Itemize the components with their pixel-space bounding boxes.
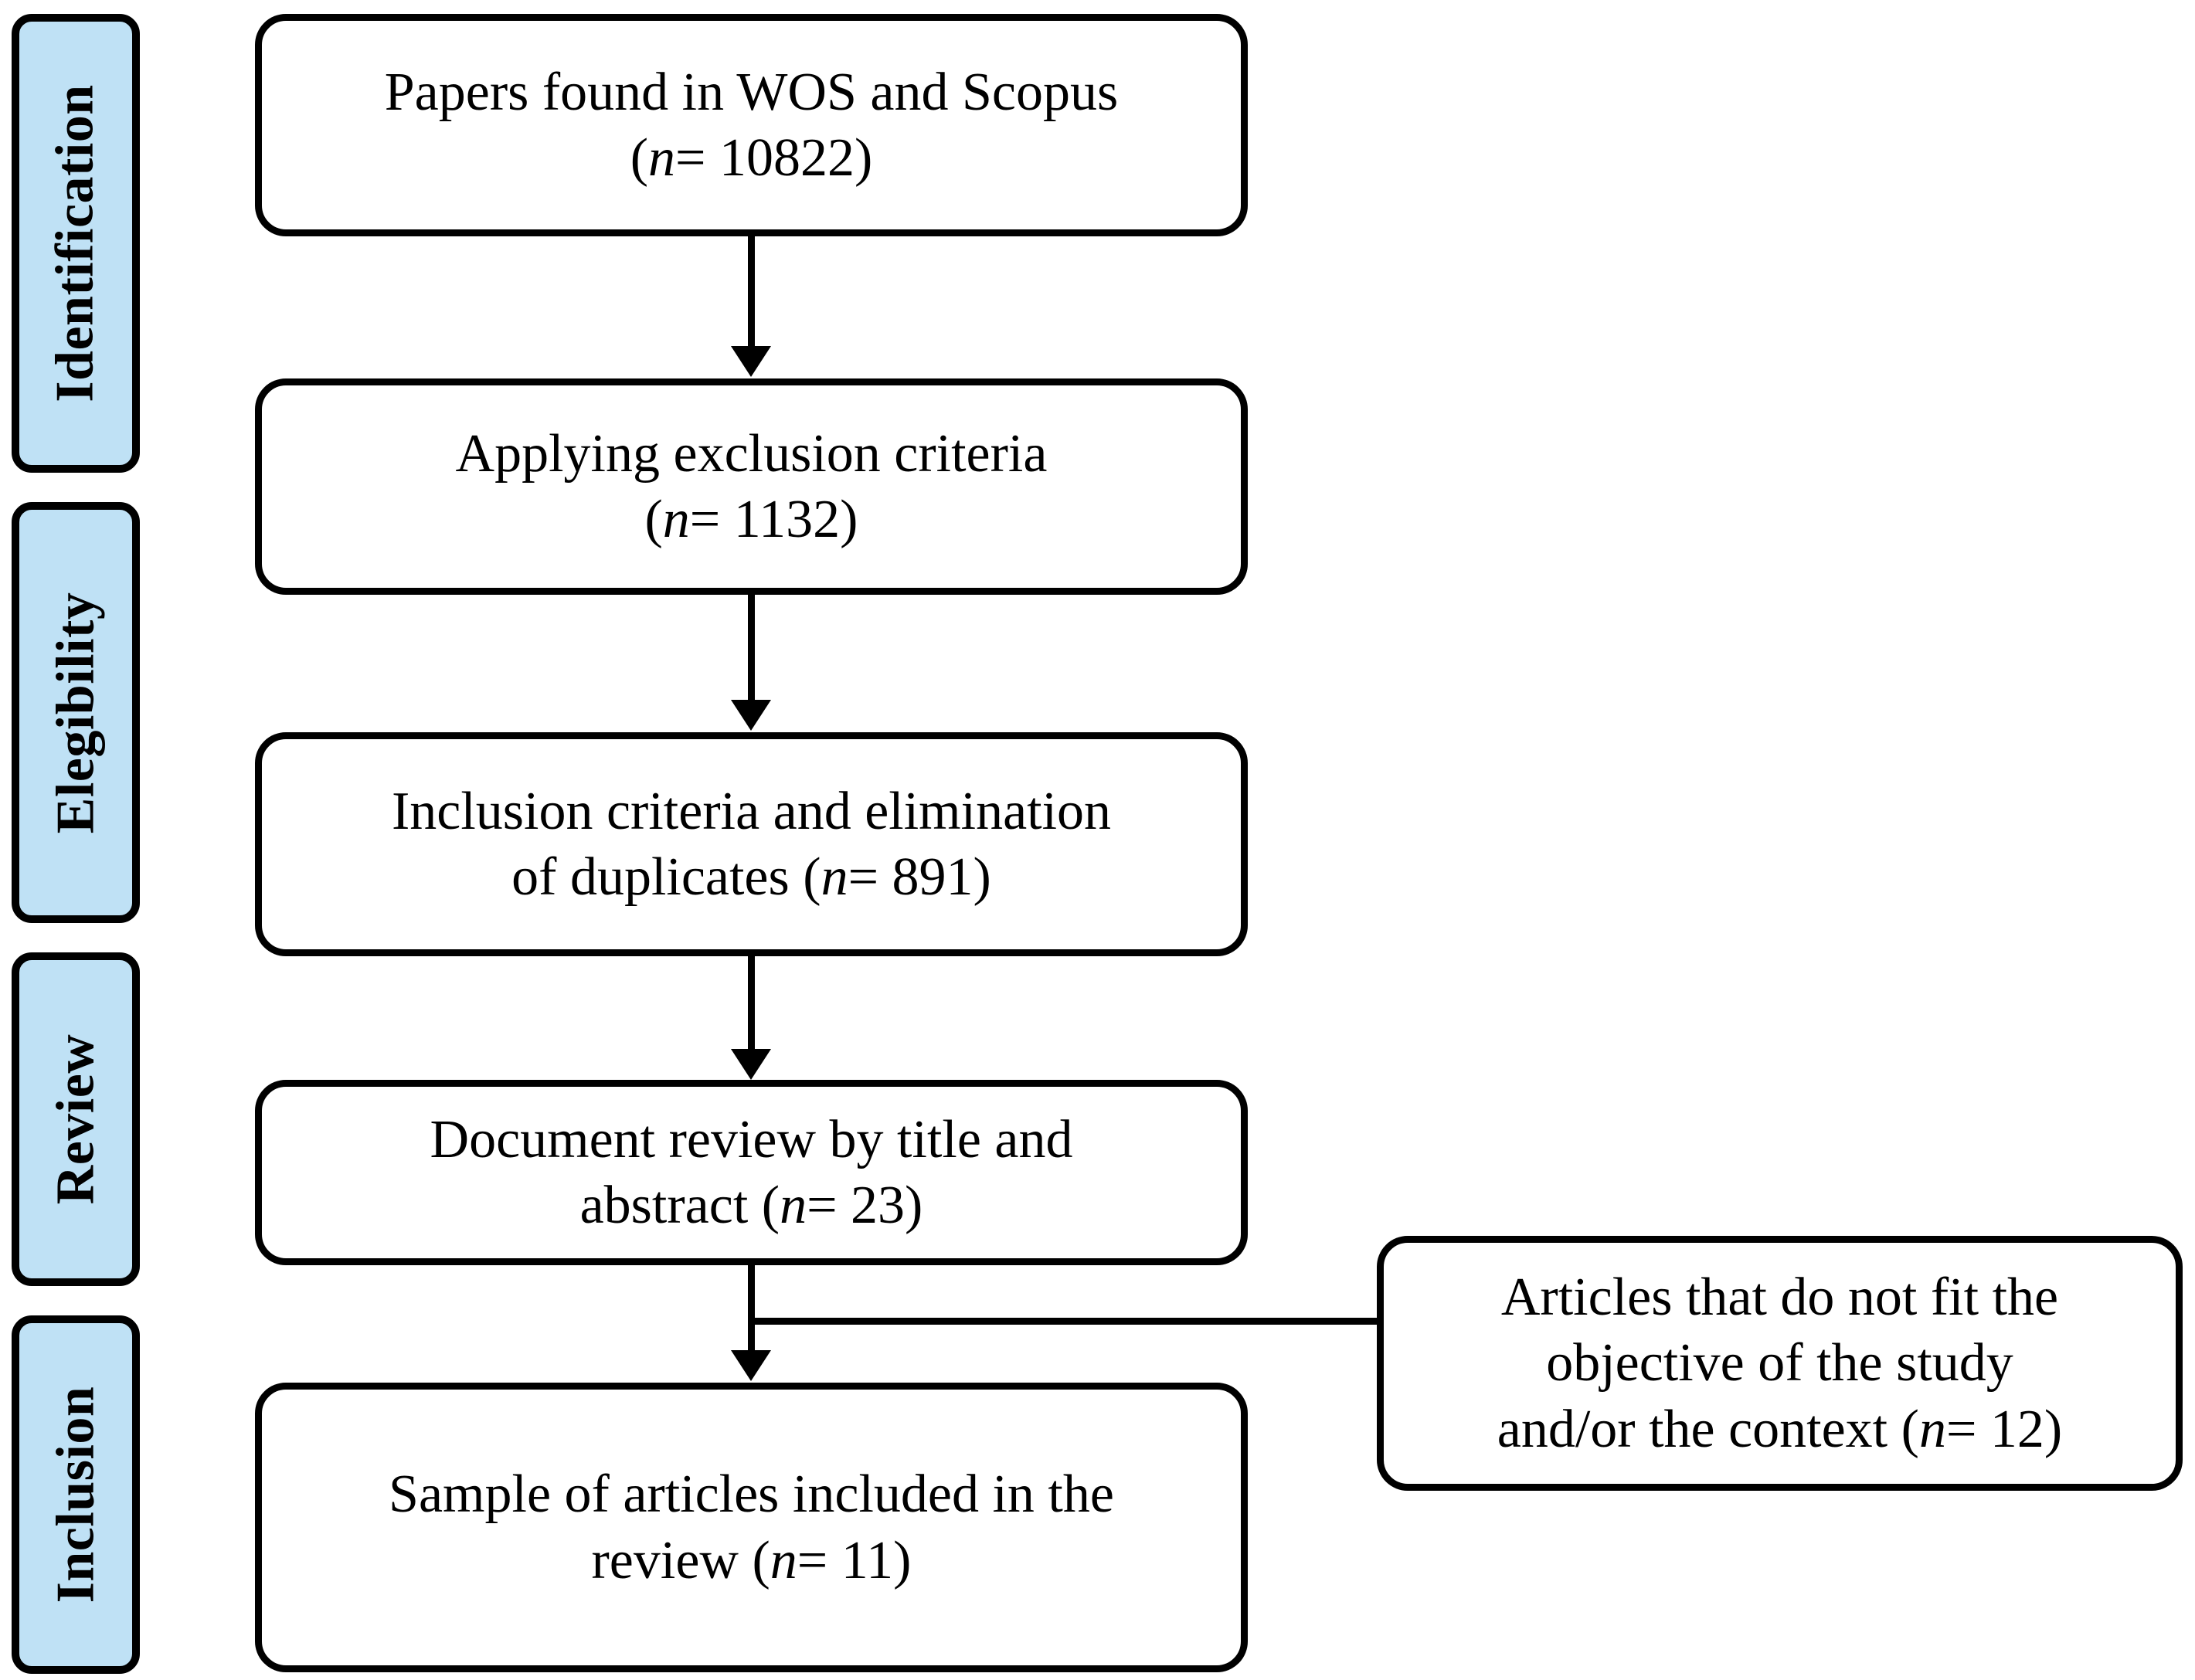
phase-tab-inclusion: Inclusion (12, 1315, 140, 1674)
phase-label-identification: Identification (46, 84, 106, 402)
node-sample-included-line2-suffix: = 11) (797, 1530, 912, 1590)
node-inclusion-criteria: Inclusion criteria and elimination of du… (255, 732, 1248, 956)
node-inclusion-criteria-line1: Inclusion criteria and elimination (391, 781, 1112, 841)
node-document-review-line2-prefix: abstract ( (579, 1176, 780, 1235)
node-document-review: Document review by title and abstract (n… (255, 1080, 1248, 1265)
node-papers-found-text: Papers found in WOS and Scopus (n= 10822… (365, 59, 1138, 192)
phase-tab-elegibility: Elegibility (12, 502, 140, 923)
connector-3-arrowhead (731, 1049, 771, 1080)
node-sample-included: Sample of articles included in the revie… (255, 1383, 1248, 1672)
connector-4-arrowhead (731, 1350, 771, 1381)
node-document-review-text: Document review by title and abstract (n… (410, 1107, 1093, 1239)
connector-2-line (748, 595, 755, 701)
node-inclusion-criteria-text: Inclusion criteria and elimination of du… (372, 779, 1131, 911)
node-articles-excluded: Articles that do not fit the objective o… (1377, 1236, 2183, 1491)
phase-tab-identification: Identification (12, 14, 140, 473)
connector-branch-line (748, 1318, 1381, 1325)
node-inclusion-criteria-n-symbol: n (821, 847, 848, 907)
node-papers-found: Papers found in WOS and Scopus (n= 10822… (255, 14, 1248, 236)
node-articles-excluded-line3-suffix: = 12) (1945, 1399, 2063, 1459)
phase-tab-review: Review (12, 952, 140, 1286)
node-articles-excluded-text: Articles that do not fit the objective o… (1477, 1264, 2083, 1462)
node-articles-excluded-n-symbol: n (1918, 1399, 1946, 1459)
connector-2-arrowhead (731, 700, 771, 731)
node-exclusion-criteria-line2-prefix: ( (644, 490, 663, 549)
node-papers-found-line2-suffix: = 10822) (675, 128, 873, 188)
phase-label-review: Review (46, 1033, 106, 1205)
node-exclusion-criteria-text: Applying exclusion criteria (n= 1132) (436, 421, 1068, 553)
connector-1-line (748, 236, 755, 348)
node-exclusion-criteria-n-symbol: n (662, 490, 690, 549)
node-inclusion-criteria-line2-prefix: of duplicates ( (511, 847, 821, 907)
connector-1-arrowhead (731, 346, 771, 377)
node-document-review-line2-suffix: = 23) (807, 1176, 923, 1235)
node-sample-included-text: Sample of articles included in the revie… (369, 1461, 1134, 1593)
node-exclusion-criteria: Applying exclusion criteria (n= 1132) (255, 378, 1248, 595)
node-exclusion-criteria-line1: Applying exclusion criteria (455, 423, 1048, 484)
node-articles-excluded-line2: objective of the study (1546, 1333, 2013, 1393)
node-papers-found-line2-prefix: ( (630, 128, 648, 188)
node-papers-found-line1: Papers found in WOS and Scopus (384, 62, 1119, 122)
node-articles-excluded-line3-prefix: and/or the context ( (1497, 1399, 1919, 1459)
node-exclusion-criteria-line2-suffix: = 1132) (689, 490, 858, 549)
connector-3-line (748, 956, 755, 1050)
phase-label-elegibility: Elegibility (46, 592, 105, 833)
node-sample-included-line2-prefix: review ( (591, 1530, 770, 1590)
node-sample-included-line1: Sample of articles included in the (389, 1464, 1114, 1525)
node-papers-found-n-symbol: n (648, 128, 675, 188)
connector-4-line (748, 1265, 755, 1352)
node-sample-included-n-symbol: n (770, 1530, 797, 1590)
node-document-review-n-symbol: n (780, 1176, 807, 1235)
node-articles-excluded-line1: Articles that do not fit the (1500, 1267, 2059, 1327)
phase-label-inclusion: Inclusion (46, 1386, 105, 1604)
node-inclusion-criteria-line2-suffix: = 891) (848, 847, 991, 907)
node-document-review-line1: Document review by title and (430, 1109, 1073, 1169)
